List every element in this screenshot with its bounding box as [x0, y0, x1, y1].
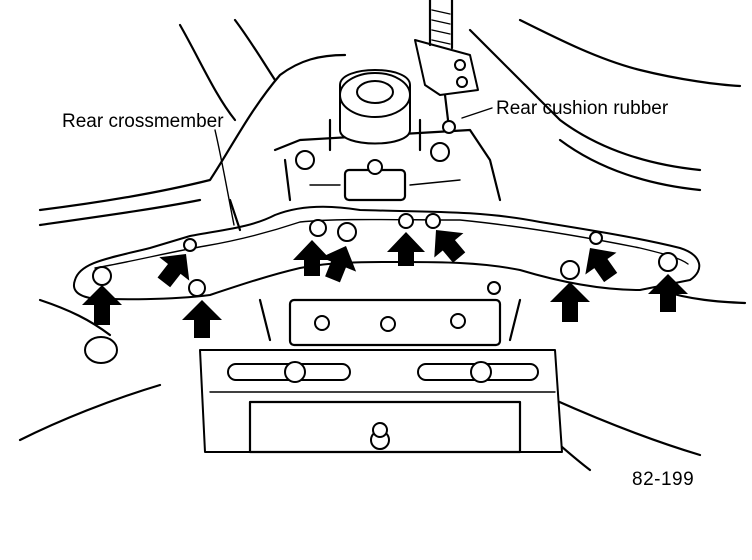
figure-number: 82-199	[632, 469, 695, 490]
arrow-bolt-left-upper	[157, 254, 190, 288]
transmission-jack-plate	[199, 349, 563, 454]
leader-lines	[214, 107, 493, 226]
arrow-bolt-left-lower	[182, 300, 222, 338]
extension-housing	[339, 69, 411, 145]
arrow-bolt-far-left	[82, 285, 122, 325]
rear-cushion-rubber-label: Rear cushion rubber	[496, 98, 669, 119]
rear-crossmember	[72, 198, 701, 301]
bolt-arrows	[82, 230, 688, 338]
arrow-bolt-center-left	[293, 240, 331, 276]
arrow-bolt-center-right	[387, 232, 425, 266]
arrow-bolt-right-upper	[585, 248, 618, 283]
lower-structure	[84, 281, 522, 364]
arrow-bolt-center	[320, 246, 357, 283]
arrow-bolt-far-right	[648, 274, 688, 312]
transmission-housing	[273, 118, 502, 202]
arrow-bolt-right-lower	[550, 282, 590, 322]
arrow-bolt-right-of-center	[434, 230, 466, 263]
rear-cushion-rubber	[414, 0, 479, 134]
rear-crossmember-label: Rear crossmember	[62, 111, 224, 132]
